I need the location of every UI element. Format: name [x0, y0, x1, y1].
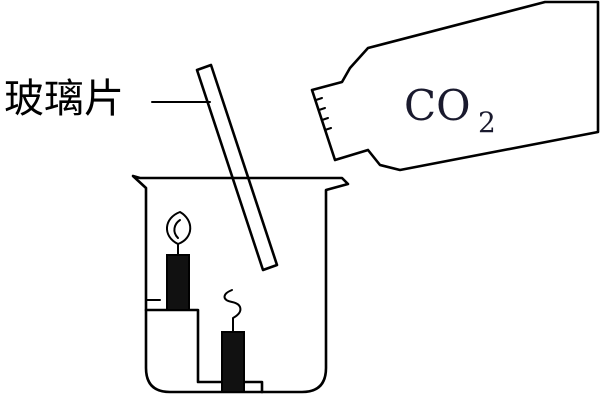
beaker-icon	[131, 174, 350, 394]
gas-bottle-icon	[310, 0, 600, 172]
gas-formula-label: CO	[404, 81, 471, 130]
candle-flame-icon	[166, 211, 192, 311]
glass-plate-label: 玻璃片	[4, 76, 124, 122]
gas-subscript-label: 2	[478, 106, 496, 139]
candle-smoke-icon	[221, 289, 245, 393]
glass-plate-icon	[195, 63, 279, 272]
